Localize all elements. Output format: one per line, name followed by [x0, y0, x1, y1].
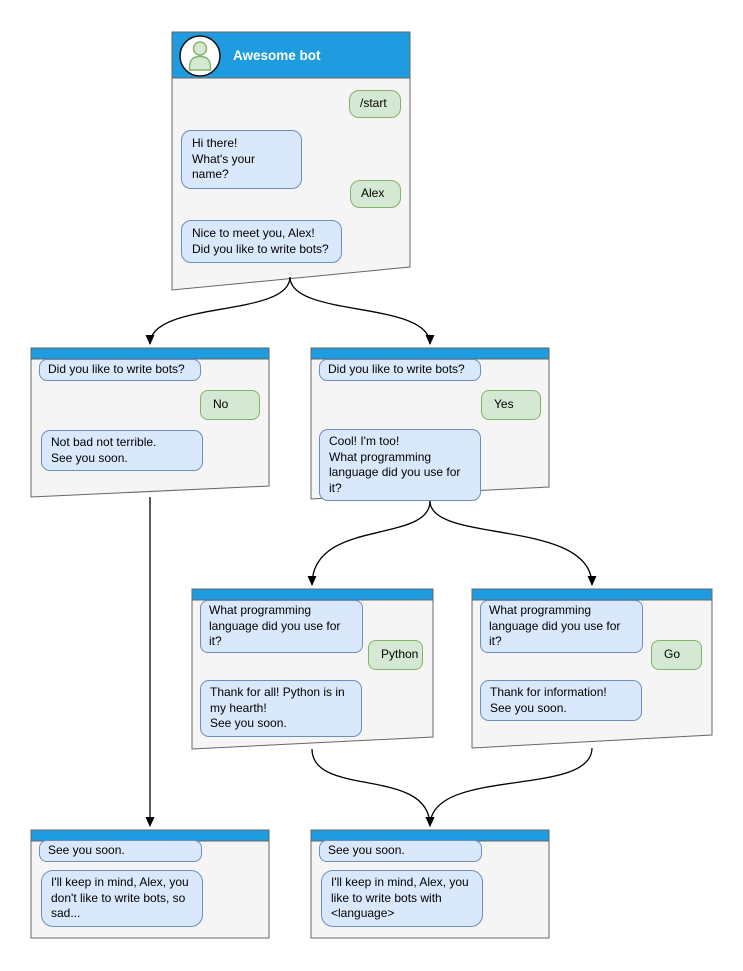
bubble-question-go-branch: What programming language did you use fo… [480, 600, 643, 653]
edge-yes-to-python [307, 500, 431, 586]
bubble-user-name: Alex [350, 180, 401, 208]
bubble-user-start: /start [349, 90, 401, 118]
bubble-reply-no: Not bad not terrible. See you soon. [41, 430, 203, 472]
bubble-answer-yes: Yes [481, 390, 541, 420]
yes-window-header [310, 347, 550, 360]
bubble-reply-go: Thank for information! See you soon. [480, 680, 642, 722]
bubble-bot-nice-to-meet: Nice to meet you, Alex! Did you like to … [181, 220, 342, 264]
no-window-header [30, 347, 270, 360]
bubble-bot-greeting: Hi there! What's your name? [181, 130, 302, 189]
bubble-end-yes-keep-in-mind: I'll keep in mind, Alex, you like to wri… [321, 870, 483, 927]
bubble-reply-python: Thank for all! Python is in my hearth! S… [200, 680, 362, 737]
bubble-answer-go: Go [651, 640, 702, 670]
bubble-answer-python: Python [368, 640, 423, 670]
bubble-end-no-keep-in-mind: I'll keep in mind, Alex, you don't like … [41, 870, 203, 927]
edge-python-to-end [311, 748, 435, 827]
edge-go-to-end [425, 747, 593, 827]
main-window-title: Awesome bot [233, 48, 321, 63]
bubble-end-no-see-you: See you soon. [39, 840, 202, 862]
bubble-question-yes-branch: Did you like to write bots? [319, 359, 481, 381]
bubble-question-no-branch: Did you like to write bots? [39, 359, 201, 381]
go-window-header [471, 588, 713, 601]
python-window-header [191, 588, 434, 601]
bubble-reply-yes: Cool! I'm too! What programming language… [319, 429, 481, 502]
bubble-answer-no: No [200, 390, 260, 420]
edge-main-to-no [145, 276, 291, 345]
edge-yes-to-go [429, 500, 597, 586]
edge-main-to-yes [289, 276, 435, 345]
bubble-end-yes-see-you: See you soon. [319, 840, 482, 862]
bot-avatar-icon [179, 35, 221, 77]
bubble-question-python-branch: What programming language did you use fo… [200, 600, 363, 653]
